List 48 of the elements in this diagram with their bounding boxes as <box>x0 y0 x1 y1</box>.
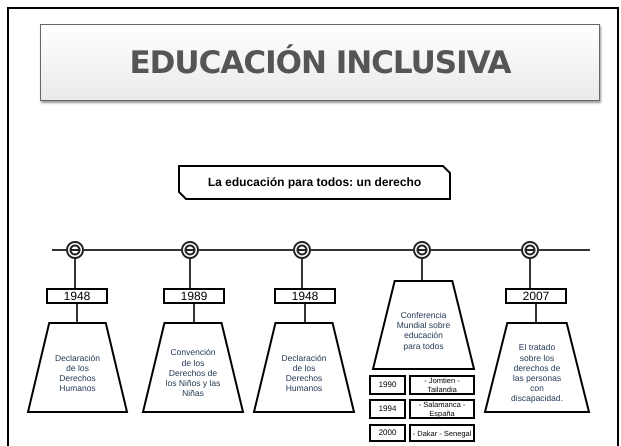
heading-box <box>178 165 451 200</box>
label-box <box>163 288 225 304</box>
title-banner: EDUCACIÓN INCLUSIVA <box>40 24 600 101</box>
trapezoid-box <box>27 322 128 413</box>
label-box <box>46 288 108 304</box>
connector-line <box>74 259 76 288</box>
connector-line <box>311 249 413 251</box>
connector-line <box>431 249 521 251</box>
year-label: 1989 <box>180 288 208 304</box>
description-text: Declaración de los Derechos Humanos <box>54 352 101 394</box>
description-text: Convención de los Derechos de los Niños y las Niñas <box>164 347 222 398</box>
description-text: Conferencia Mundial sobre educación para todos <box>396 310 452 351</box>
trapezoid-box <box>253 322 355 413</box>
description-text: El tratado sobre los derechos de las personas con discapacidad. <box>510 342 564 404</box>
label-box <box>409 375 475 395</box>
connector-line <box>535 304 537 322</box>
label-box <box>369 375 406 395</box>
timeline-marker <box>181 241 199 259</box>
timeline-marker <box>66 241 84 259</box>
timeline-marker <box>293 241 311 259</box>
trapezoid-box <box>372 280 475 370</box>
subtitle-text: La educación para todos: un derecho <box>208 175 422 190</box>
connector-line <box>189 259 191 288</box>
year-label: 1948 <box>292 288 318 304</box>
trapezoid-box <box>142 322 244 413</box>
connector-line <box>421 259 423 280</box>
table-text: 1990 <box>378 380 396 390</box>
connector-line <box>301 259 303 288</box>
connector-line <box>529 259 531 288</box>
description-text: Declaración de los Derechos Humanos <box>280 352 328 394</box>
label-box <box>369 424 406 442</box>
trapezoid-box <box>484 322 590 413</box>
label-box <box>274 288 336 304</box>
connector-line <box>84 249 181 251</box>
label-box <box>505 288 567 304</box>
label-box <box>409 399 475 419</box>
year-label: 2007 <box>522 288 550 304</box>
table-text: 1994 <box>378 404 396 414</box>
label-box <box>409 424 475 442</box>
table-text: 2000 <box>378 428 396 438</box>
connector-line <box>193 304 195 322</box>
label-box <box>369 399 406 419</box>
timeline-marker <box>521 241 539 259</box>
connector-line <box>304 304 306 322</box>
connector-line <box>76 304 78 322</box>
connector-line <box>199 249 293 251</box>
year-label: 1948 <box>64 288 90 304</box>
timeline-marker <box>413 241 431 259</box>
